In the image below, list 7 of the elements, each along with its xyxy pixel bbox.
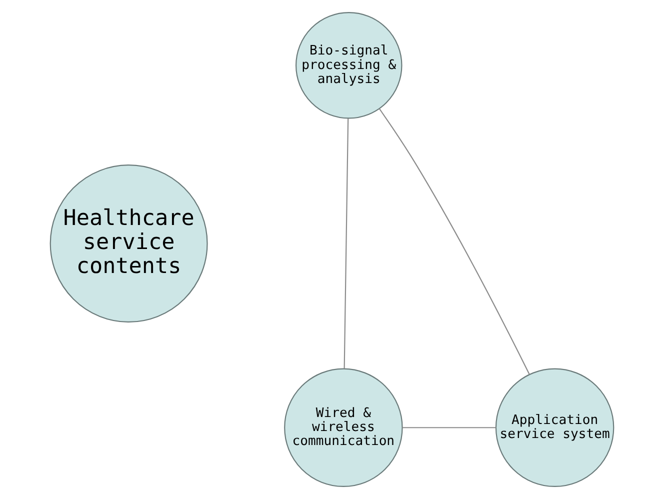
node-circle: Bio-signal processing & analysis: [295, 12, 402, 119]
connector: [402, 427, 496, 428]
node-circle: Application service system: [494, 368, 614, 488]
connector: [343, 118, 348, 369]
connector: [378, 108, 530, 375]
node-circle: Healthcare service contents: [49, 164, 208, 322]
node-circle: Wired & wireless communication: [284, 368, 402, 488]
